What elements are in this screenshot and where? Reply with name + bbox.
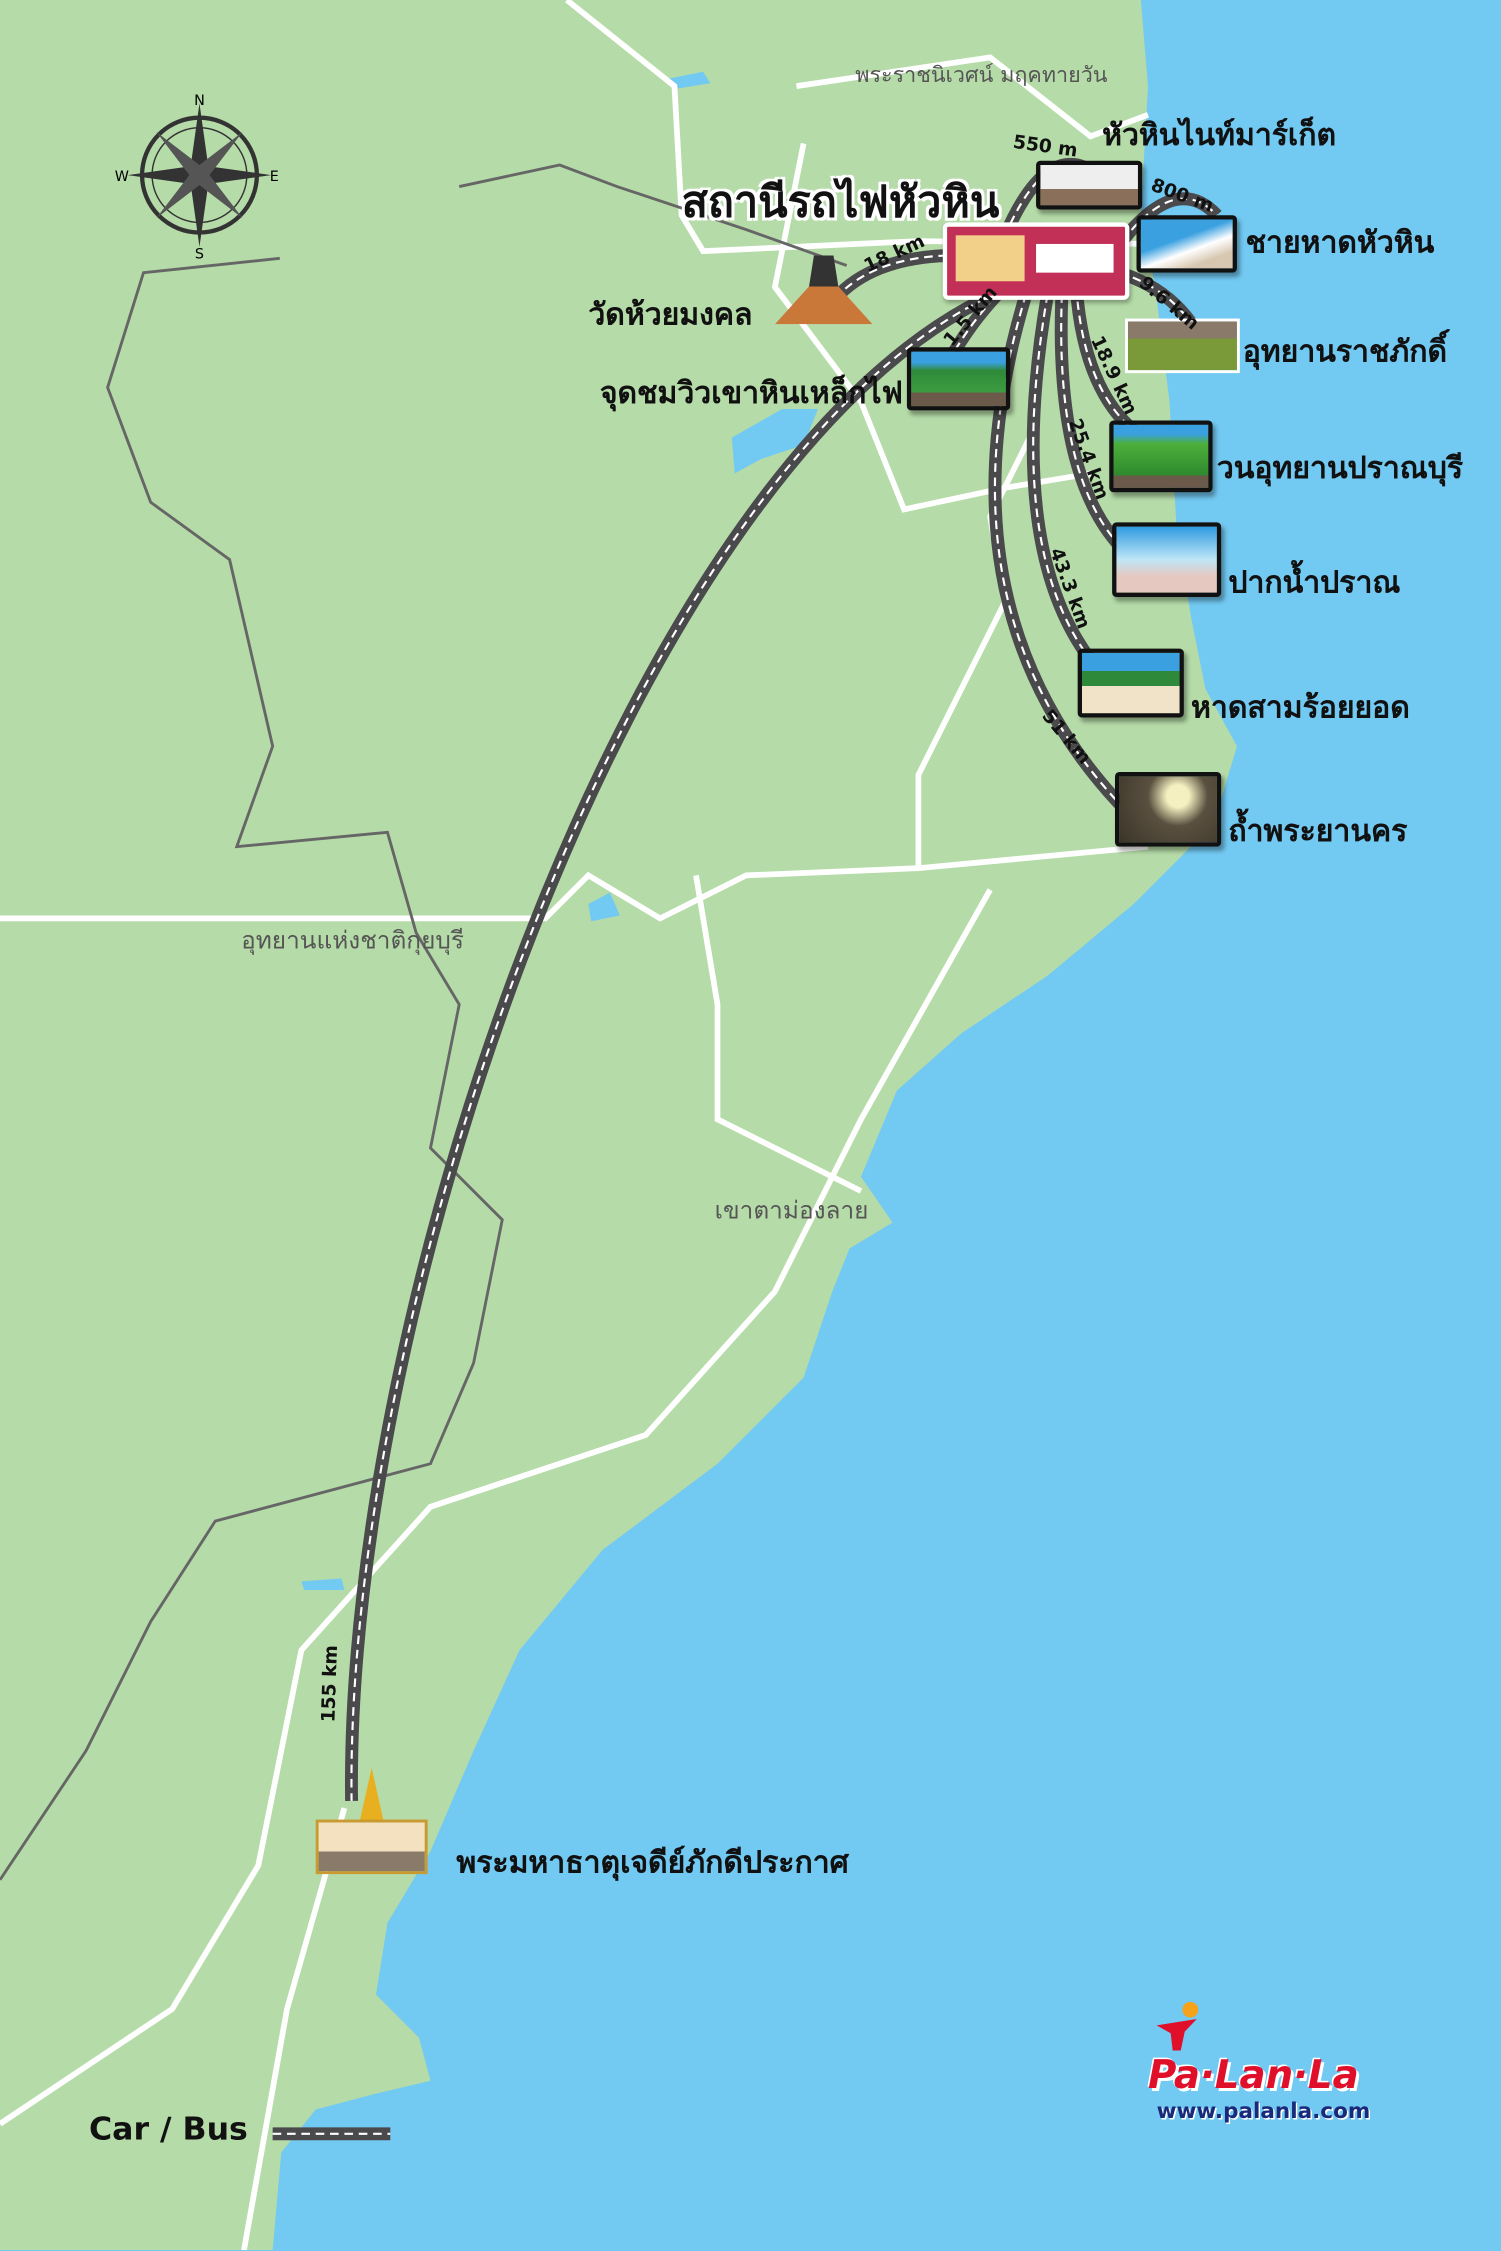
phraya-nakhon-cave-photo — [1114, 772, 1222, 847]
place-label-phra-mahathat-chedi[interactable]: พระมหาธาตุเจดีย์ภักดีประกาศ — [456, 1845, 849, 1880]
place-label-night-market[interactable]: หัวหินไนท์มาร์เก็ต — [1102, 117, 1337, 153]
palanla-logo[interactable]: Pa·Lan·La www.palanla.com — [1148, 2001, 1371, 2124]
route-dash — [1118, 271, 1192, 324]
route-dash — [1060, 294, 1121, 547]
region-label: พระราชนิเวศน์ มฤคทายวัน — [855, 61, 1108, 88]
viewpoint-photo — [906, 347, 1011, 411]
train-station-icon — [942, 222, 1130, 300]
svg-text:E: E — [270, 169, 279, 185]
svg-text:N: N — [194, 93, 205, 109]
svg-text:S: S — [195, 246, 204, 262]
sam-roi-yot-photo — [1077, 648, 1184, 718]
chedi-temple-icon — [315, 1767, 428, 1875]
place-label-pranburi-forest-park[interactable]: วนอุทยานปราณบุรี — [1216, 450, 1464, 486]
legend-car-bus-label: Car / Bus — [88, 2112, 248, 2149]
distance-label: 155 km — [318, 1644, 343, 1723]
lakes — [301, 71, 818, 1590]
route-dash — [838, 254, 948, 295]
region-label: อุทยานแห่งชาติกุยบุรี — [241, 927, 464, 956]
station-label: สถานีรถไฟหัวหิน — [681, 177, 1000, 229]
compass-icon: N E S W — [115, 93, 279, 263]
place-label-hin-lek-fai-viewpoint[interactable]: จุดชมวิวเขาหินเหล็กไฟ — [599, 375, 903, 411]
route-dash — [1075, 286, 1135, 432]
rajabhakti-park-photo — [1125, 318, 1240, 374]
place-label-pak-nam-pran[interactable]: ปากน้ำปราณ — [1228, 565, 1401, 600]
huahin-beach-photo — [1136, 215, 1237, 273]
logo-url[interactable]: www.palanla.com — [1156, 2097, 1371, 2124]
place-label-sam-roi-yot-beach[interactable]: หาดสามร้อยยอด — [1191, 690, 1410, 725]
route-dash — [350, 285, 1013, 1801]
land — [0, 0, 1237, 2251]
pak-nam-pran-photo — [1112, 522, 1222, 597]
routes — [345, 157, 1222, 1802]
place-label-rajabhakti-park[interactable]: อุทยานราชภักดิ์ — [1242, 334, 1448, 369]
svg-text:W: W — [115, 169, 129, 185]
place-label-wat-huay-mongkol[interactable]: วัดห้วยมงคล — [588, 297, 753, 332]
pranburi-forest-photo — [1109, 420, 1213, 493]
route-dash — [1032, 293, 1092, 661]
logo-name: Pa·Lan·La — [1148, 2053, 1359, 2098]
route-dash — [1121, 197, 1218, 242]
night-market-photo — [1036, 160, 1143, 210]
place-label-huahin-beach[interactable]: ชายหาดหัวหิน — [1245, 225, 1435, 260]
place-label-phraya-nakhon-cave[interactable]: ถ้ำพระยานคร — [1228, 813, 1408, 849]
palanla-mascot-icon — [1156, 2001, 1200, 2054]
roads — [0, 0, 1150, 2251]
region-label: เขาตาม่องลาย — [714, 1196, 869, 1226]
province-borders — [0, 163, 848, 1881]
